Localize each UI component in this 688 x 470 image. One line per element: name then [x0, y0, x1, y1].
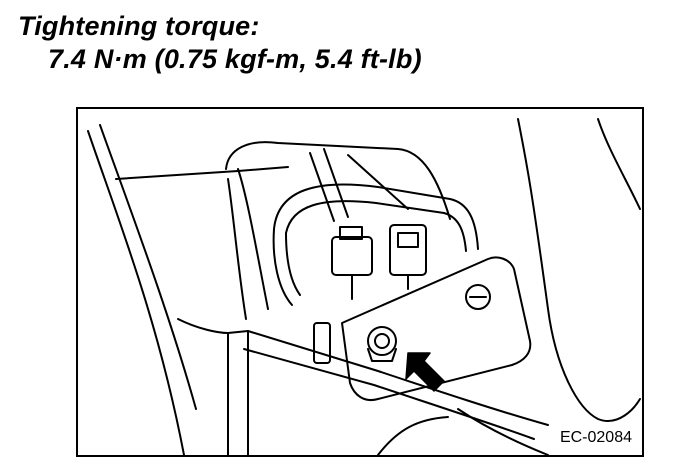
engine-illustration: EC-02084	[76, 107, 644, 457]
bracket-plate	[341, 256, 532, 401]
hose-inner	[285, 200, 467, 252]
lower-frame-rail-inner	[243, 348, 535, 440]
arrow-icon	[405, 352, 445, 392]
connector-right-tab	[397, 232, 419, 248]
upper-body-line	[115, 166, 289, 180]
small-tube	[313, 322, 331, 364]
bolt-icon	[367, 326, 397, 356]
bolt-head-inner	[374, 333, 390, 349]
bottom-curve	[457, 408, 549, 455]
bolt-washer	[367, 348, 397, 362]
hose-left-bend-inner	[285, 232, 301, 296]
hose-left-bend	[272, 228, 293, 306]
strap-left-a	[309, 152, 335, 222]
left-panel-inner-edge	[99, 124, 197, 410]
torque-spec: Tightening torque: 7.4 N·m (0.75 kgf-m, …	[18, 10, 422, 76]
right-panel-edge	[517, 118, 549, 310]
bottom-inner-curve	[377, 416, 449, 455]
torque-value: 7.4 N·m (0.75 kgf-m, 5.4 ft-lb)	[48, 44, 422, 74]
housing-top	[225, 141, 451, 220]
left-panel-edge	[87, 130, 185, 455]
housing-left-wall	[237, 168, 269, 310]
strap-mid	[347, 154, 409, 210]
hose-outer	[273, 183, 479, 250]
figure-code: EC-02084	[557, 429, 634, 447]
lower-frame-rail	[227, 330, 549, 426]
illustration-drawing	[87, 118, 641, 455]
right-panel-curve	[547, 308, 641, 422]
torque-title: Tightening torque:	[18, 11, 260, 41]
upper-bolt	[465, 284, 491, 310]
housing-left-outer	[227, 178, 247, 320]
connector-left	[331, 236, 373, 276]
lower-left-curve	[177, 318, 229, 334]
strap-left-b	[323, 148, 349, 218]
connector-left-tab	[339, 226, 363, 240]
right-corner-line	[597, 118, 641, 210]
